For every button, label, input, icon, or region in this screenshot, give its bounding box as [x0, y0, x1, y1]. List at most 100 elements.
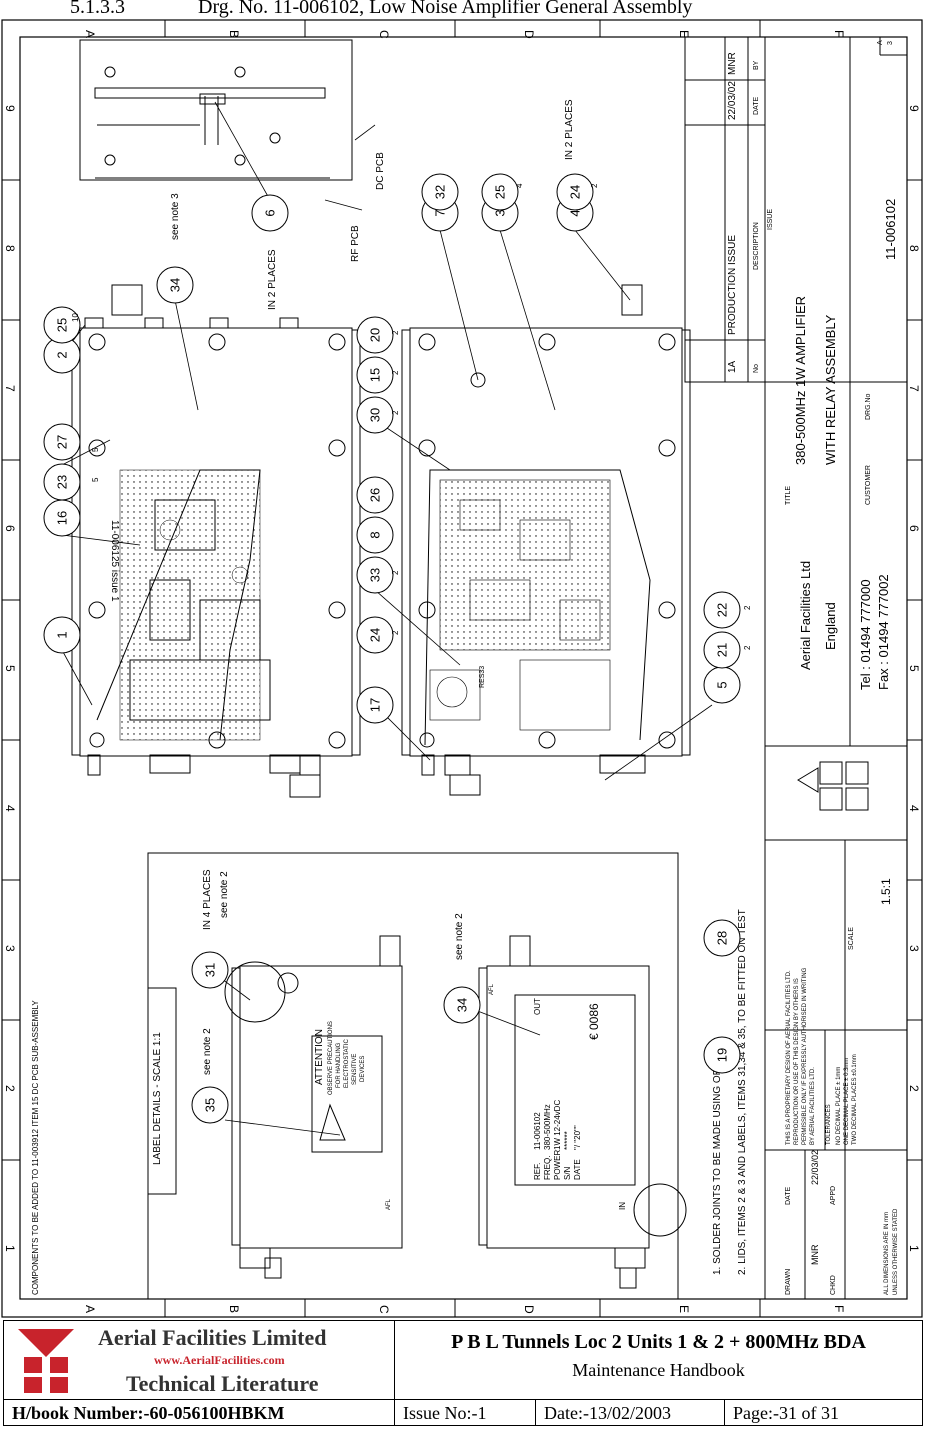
- sheet-number: 3: [887, 41, 894, 45]
- balloon-label: 35: [203, 1098, 218, 1112]
- company-name: Aerial Facilities Ltd: [798, 561, 813, 670]
- rev-col-by: BY: [753, 60, 760, 70]
- rev-col-date: DATE: [753, 97, 760, 115]
- logo-box: Aerial Facilities Limited www.AerialFaci…: [3, 1320, 395, 1400]
- drawn-by: MNR: [810, 1244, 820, 1265]
- note-1: 1. SOLDER JOINTS TO BE MADE USING OR: [712, 1068, 723, 1275]
- rating-sn-label: S/N: [563, 1166, 572, 1180]
- zone-f-bottom: F: [832, 1305, 846, 1312]
- balloon-label: 19: [715, 1048, 730, 1062]
- zone-3-left: 3: [3, 945, 17, 952]
- rating-power-label: POWER: [553, 1150, 562, 1180]
- balloon-circle: [356, 476, 394, 514]
- side-view: [79, 39, 353, 181]
- tolerances-heading: TOLERANCES: [826, 1104, 832, 1145]
- zone-5-left: 5: [3, 665, 17, 672]
- rating-freq: 380-500MHz: [543, 1104, 552, 1150]
- balloon-label: 28: [715, 931, 730, 945]
- zone-7-right: 7: [907, 385, 921, 392]
- zone-d-top: D: [522, 30, 536, 39]
- zone-f-top: F: [832, 30, 846, 37]
- balloon-circle: [703, 1036, 741, 1074]
- afl-mark-icon: [797, 761, 869, 811]
- in-2-places-top: IN 2 PLACES: [267, 249, 278, 310]
- balloon-circle: [556, 173, 594, 211]
- chkd-label: CHKD: [830, 1275, 837, 1295]
- leader-lines: [61, 101, 713, 1136]
- title-block: [684, 36, 908, 1299]
- drg-label: DRG.No: [865, 393, 872, 420]
- zone-a-top: A: [83, 30, 97, 38]
- zone-3-right: 3: [907, 945, 921, 952]
- rf-pcb-detail: [119, 469, 271, 741]
- zone-7-left: 7: [3, 385, 17, 392]
- balloon-quantity: 2: [743, 645, 752, 650]
- title-label: TITLE: [785, 486, 792, 505]
- drg-number: 11-006102: [883, 199, 898, 260]
- dimensions-note-1: ALL DIMENSIONS ARE IN mm: [884, 1212, 890, 1295]
- balloon-circle: [356, 316, 394, 354]
- dc-unit-top-view: [401, 284, 691, 796]
- balloon-quantity: 2: [391, 330, 400, 335]
- balloon-quantity: 10: [71, 313, 80, 322]
- balloon-quantity: 2: [743, 605, 752, 610]
- logo-website: www.AerialFacilities.com: [154, 1353, 285, 1367]
- zone-9-right: 9: [907, 105, 921, 112]
- issue-number: Issue No:-1: [394, 1399, 536, 1426]
- balloon-label: 23: [55, 475, 70, 489]
- balloon-label: 31: [203, 963, 218, 977]
- balloon-quantity: 2: [391, 370, 400, 375]
- balloon-label: 6: [263, 209, 278, 216]
- outer-border: [1, 19, 923, 1318]
- tolerance-2: ONE DECIMAL PLACE ± 0.3mm: [844, 1058, 850, 1145]
- balloon-label: 25: [493, 185, 508, 199]
- balloon-quantity: 2: [391, 410, 400, 415]
- balloon-label: 17: [368, 698, 383, 712]
- rf-pcb-label: RF PCB: [350, 225, 361, 262]
- balloon-circle: [356, 686, 394, 724]
- zone-4-right: 4: [907, 805, 921, 812]
- rev-date: 22/03/02: [727, 81, 738, 120]
- balloon-label: 34: [168, 278, 183, 292]
- logo-company-line: Aerial Facilities Limited: [98, 1325, 327, 1350]
- zone-c-bottom: C: [377, 1305, 391, 1314]
- proprietary-4: BY AERIAL FACILITIES LTD.: [810, 1067, 816, 1145]
- zone-2-left: 2: [3, 1085, 17, 1092]
- balloon-quantity: 2: [590, 183, 599, 188]
- attention-line-1: OBSERVE PRECAUTIONS: [328, 1021, 334, 1095]
- afl-label-2: AFL: [489, 983, 495, 995]
- components-note: COMPONENTS TO BE ADDED TO 11-003912 ITEM…: [31, 1000, 40, 1295]
- doc-title-box: P B L Tunnels Loc 2 Units 1 & 2 + 800MHz…: [394, 1320, 923, 1400]
- attention-line-3: ELECTROSTATIC: [344, 1039, 350, 1088]
- afl-label-1: AFL: [386, 1198, 392, 1210]
- label-details-title: LABEL DETAILS - SCALE 1:1: [152, 1032, 163, 1165]
- see-note-2-c: see note 2: [454, 913, 465, 960]
- ce-mark: € 0086: [587, 1003, 601, 1040]
- scale-value: 1.5:1: [879, 878, 893, 905]
- balloon-label: 5: [715, 681, 730, 688]
- issue-label: ISSUE: [767, 209, 774, 230]
- title-line-2: WITH RELAY ASSEMBLY: [823, 314, 838, 465]
- balloon-label: 1: [55, 631, 70, 638]
- drawn-date: 22/03/02: [810, 1150, 820, 1185]
- rating-date: "/ "20"": [573, 1125, 582, 1150]
- rev-description: PRODUCTION ISSUE: [727, 235, 738, 335]
- balloon-label: 27: [55, 435, 70, 449]
- page-footer: Aerial Facilities Limited www.AerialFaci…: [3, 1320, 923, 1426]
- attention-line-2: FOR HANDLING: [336, 1042, 342, 1088]
- in-2-places-side: IN 2 PLACES: [564, 99, 575, 160]
- zone-1-right: 1: [907, 1245, 921, 1252]
- rating-sn: ******: [563, 1131, 572, 1150]
- balloon-circle: [356, 516, 394, 554]
- balloon-quantity: 2: [391, 630, 400, 635]
- label-details: [147, 852, 687, 1300]
- zone-c-top: C: [377, 30, 391, 39]
- balloon-label: 24: [368, 628, 383, 642]
- balloon-label: 21: [715, 643, 730, 657]
- balloon-label: 22: [715, 603, 730, 617]
- rating-ref-label: REF.: [533, 1163, 542, 1180]
- balloon-circle: [481, 173, 519, 211]
- rating-in: IN: [618, 1202, 627, 1210]
- balloon-label: 30: [368, 408, 383, 422]
- rev-col-no: No: [753, 364, 760, 373]
